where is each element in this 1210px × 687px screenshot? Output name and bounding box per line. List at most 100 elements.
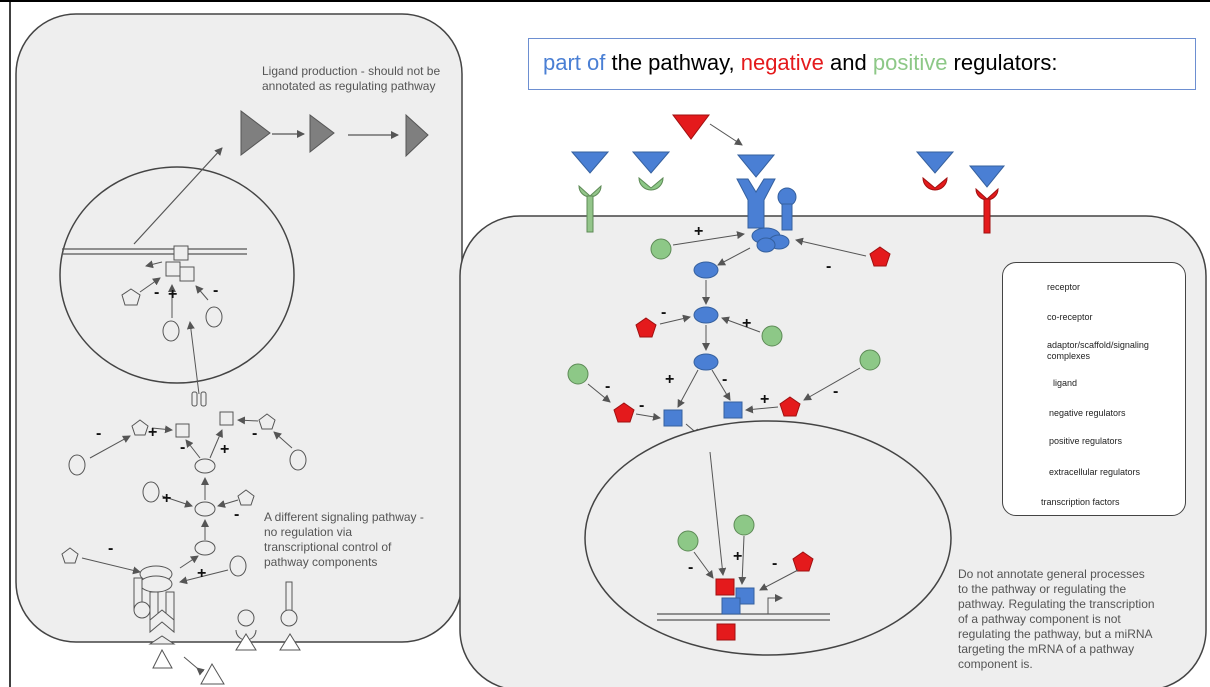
minus-sign: -: [252, 425, 258, 442]
blue-co-receptor-stem: [781, 203, 793, 231]
positive-regulator: [733, 514, 755, 536]
blue-transcription-factor: [723, 401, 743, 419]
minus-sign: -: [180, 439, 186, 456]
gray-circle: [229, 555, 247, 577]
gray-tf-square: [165, 261, 181, 277]
arrow: [195, 285, 209, 301]
arrow: [209, 429, 223, 459]
legend-label: negative regulators: [1049, 408, 1126, 418]
plus-sign: +: [733, 548, 743, 565]
gray-tf-square: [179, 266, 195, 282]
different-pathway-note: A different signaling pathway - no regul…: [264, 510, 424, 569]
arrow: [145, 260, 163, 269]
arrow: [139, 277, 161, 293]
minus-sign: -: [722, 371, 728, 388]
gray-tf-square: [219, 411, 234, 426]
minus-sign: -: [833, 383, 839, 400]
minus-sign: -: [688, 559, 694, 576]
blue-ligand: [570, 151, 610, 174]
gray-pentagon: [237, 489, 255, 506]
red-transcription-factor: [716, 623, 736, 641]
legend-label: extracellular regulators: [1049, 467, 1141, 477]
plus-sign: +: [162, 490, 172, 507]
blue-signaling-protein: [693, 353, 719, 371]
legend: receptor co-receptor adaptor/scaffold/si…: [1002, 262, 1186, 516]
blue-ligand: [631, 151, 671, 174]
extracellular-regulator-cup: [638, 176, 664, 191]
nuclear-pore: [200, 391, 207, 407]
blue-receptor: [736, 178, 776, 229]
arrow: [721, 316, 761, 333]
negative-regulator: [635, 317, 657, 338]
green-receptor-stem: [586, 195, 594, 233]
red-ligand: [672, 114, 710, 140]
plus-sign: +: [148, 424, 158, 441]
legend-label: ligand: [1053, 378, 1078, 388]
red-extracellular-regulator: [922, 176, 948, 191]
minus-sign: -: [154, 284, 160, 301]
blue-transcription-factor: [663, 409, 683, 427]
blue-ligand: [968, 165, 1006, 188]
arrow: [273, 431, 293, 449]
minus-sign: -: [826, 258, 832, 275]
red-transcription-factor: [715, 578, 735, 596]
arrow: [672, 231, 745, 246]
arrow: [185, 439, 201, 459]
extracellular-regulator-cup: [578, 184, 602, 198]
gray-ligand-triangle: [309, 114, 335, 154]
gray-pentagon: [131, 419, 149, 436]
minus-sign: -: [213, 282, 219, 299]
minus-sign: -: [605, 378, 611, 395]
arrow: [179, 555, 199, 569]
gray-ellipse: [194, 540, 216, 556]
gray-ellipse: [194, 501, 216, 517]
title-box: part of the pathway, negative and positi…: [528, 38, 1196, 90]
gray-ellipse: [194, 458, 216, 474]
blue-co-receptor: [777, 187, 797, 207]
negative-regulator: [613, 402, 635, 423]
blue-ligand: [915, 151, 955, 174]
red-receptor-cup: [975, 187, 999, 201]
gray-extracellular-regulator: [235, 609, 257, 651]
arrow: [186, 321, 200, 395]
gray-ligand-row: [240, 109, 429, 158]
plus-sign: +: [168, 286, 178, 303]
arrow: [745, 405, 779, 414]
blue-transcription-factor: [721, 597, 741, 615]
gray-receptor-right: [279, 581, 301, 651]
positive-regulator: [677, 530, 699, 552]
legend-label: positive regulators: [1049, 436, 1123, 446]
arrow: [709, 451, 727, 576]
title-positive: positive: [872, 50, 948, 75]
plus-sign: +: [694, 223, 704, 240]
arrow: [717, 247, 751, 266]
arrow: [693, 551, 714, 579]
minus-sign: -: [108, 540, 114, 557]
arrow: [151, 425, 173, 434]
gray-tf-square: [175, 423, 190, 438]
legend-label: receptor: [1047, 282, 1081, 292]
plus-sign: +: [742, 315, 752, 332]
title-text: the pathway,: [605, 50, 741, 75]
arrow: [759, 569, 799, 591]
arrow: [738, 535, 747, 585]
gray-circle: [162, 320, 180, 342]
gray-circle: [142, 481, 160, 503]
arrow: [133, 147, 223, 245]
blue-signaling-protein: [693, 261, 719, 279]
gray-ligand-outside: [183, 656, 225, 685]
red-receptor-stem: [983, 198, 991, 234]
plus-sign: +: [220, 441, 230, 458]
nuclear-pore: [191, 391, 198, 407]
arrow: [179, 569, 229, 585]
plus-sign: +: [665, 371, 675, 388]
title-text: and: [823, 50, 873, 75]
arrow: [635, 412, 661, 421]
title-text: regulators:: [947, 50, 1058, 75]
gray-tf-square: [173, 245, 189, 261]
arrow: [237, 416, 259, 425]
minus-sign: -: [772, 555, 778, 572]
positive-regulator: [859, 349, 881, 371]
blue-adaptor-complex: [756, 237, 776, 253]
blue-ligand: [736, 154, 776, 178]
